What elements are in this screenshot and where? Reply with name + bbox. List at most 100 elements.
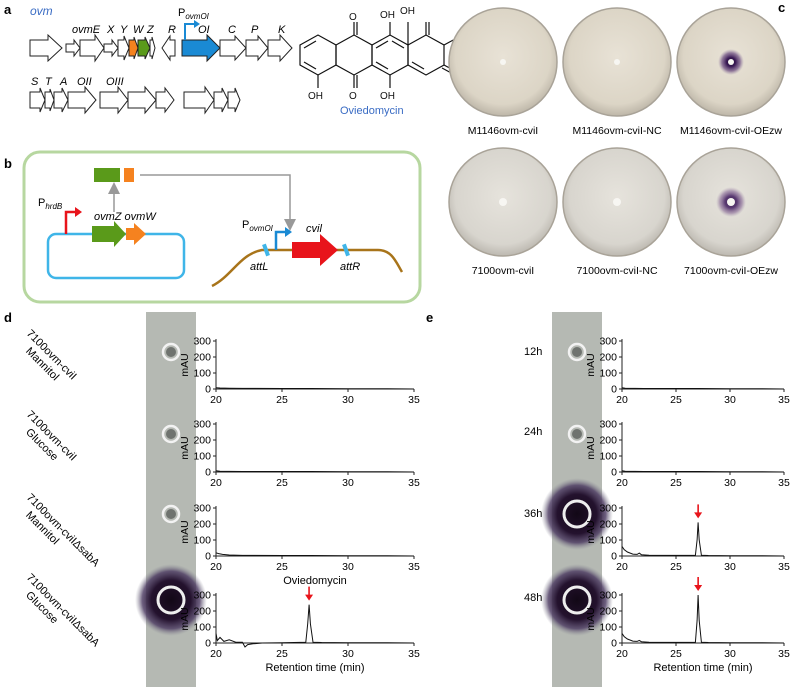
y-tick-label: 0 — [611, 384, 617, 396]
y-tick-label: 100 — [599, 368, 617, 380]
y-tick-label: 0 — [611, 467, 617, 479]
y-tick-label: 0 — [205, 638, 211, 650]
x-tick-label: 30 — [342, 648, 354, 660]
plate-colony — [614, 59, 620, 65]
compound-name: Oviedomycin — [340, 105, 404, 117]
attL-label: attL — [250, 261, 268, 273]
spot-ring — [562, 499, 592, 529]
y-tick-label: 0 — [205, 384, 211, 396]
y-axis-label: mAU — [179, 353, 191, 376]
time-label-e: 36h — [524, 508, 542, 520]
gene-T: T — [45, 76, 53, 88]
x-axis-label: Retention time (min) — [653, 662, 752, 674]
panel-d-row-labels: 7100ovm-cviIMannitol7100ovm-cviIGlucose7… — [15, 328, 102, 650]
svg-text:PovmOI: PovmOI — [242, 219, 274, 233]
x-tick-label: 35 — [778, 394, 790, 406]
agar-spot — [541, 478, 613, 550]
chromosome: PovmOI cvil attL attR — [211, 219, 404, 288]
y-axis-label: mAU — [585, 607, 597, 630]
panel-label-a: a — [4, 2, 12, 17]
plasmid: PhrdB ovmZ ovmW — [38, 168, 296, 280]
time-label-e: 24h — [524, 426, 542, 438]
gene-Z: Z — [146, 24, 155, 36]
x-tick-label: 20 — [210, 648, 222, 660]
x-tick-label: 25 — [276, 561, 288, 573]
ovmZ-ovmW-label: ovmZ ovmW — [94, 211, 157, 223]
x-axis-label: Retention time (min) — [265, 662, 364, 674]
spot-center — [166, 347, 176, 357]
gene-Y: Y — [120, 24, 128, 36]
svg-text:PovmOI: PovmOI — [178, 7, 210, 21]
gene-W: W — [133, 24, 145, 36]
peak-arrow — [305, 586, 314, 601]
plate-colony — [727, 198, 735, 206]
y-tick-label: 100 — [599, 535, 617, 547]
spot-center — [572, 347, 582, 357]
agar-spot — [567, 342, 587, 362]
y-tick-label: 200 — [193, 352, 211, 364]
x-tick-label: 20 — [210, 394, 222, 406]
y-tick-label: 100 — [193, 622, 211, 634]
gene-A: A — [59, 76, 67, 88]
chromatogram-trace — [215, 387, 415, 390]
panel-label-e: e — [426, 310, 433, 325]
plate-5: 7100ovm-cviI-NC — [562, 147, 672, 277]
oviedomycin-structure — [299, 22, 458, 88]
y-tick-label: 0 — [205, 551, 211, 563]
x-tick-label: 30 — [724, 561, 736, 573]
x-tick-label: 25 — [670, 648, 682, 660]
gene-cluster-row2 — [29, 85, 241, 115]
agar-spot — [161, 504, 181, 524]
carbonyl-o-2: O — [349, 91, 357, 102]
x-tick-label: 35 — [778, 648, 790, 660]
row-label-d: 7100ovm-cviIΔsabAMannitol — [15, 492, 102, 579]
spot-ring — [161, 424, 181, 444]
panel-label-d: d — [4, 310, 12, 325]
gene-ovmE: ovmE — [72, 24, 101, 36]
plate-label: M1146ovm-cviI-NC — [572, 125, 661, 137]
x-tick-label: 20 — [210, 561, 222, 573]
agar-spot — [135, 564, 207, 636]
inhibition-halo — [541, 564, 613, 636]
svg-text:PhrdB: PhrdB — [38, 197, 63, 211]
agar-spot — [567, 424, 587, 444]
promoter-ovmOI-b-main: P — [242, 219, 249, 231]
y-axis-label: mAU — [585, 436, 597, 459]
promoter-a-main: P — [178, 7, 185, 19]
x-tick-label: 35 — [778, 561, 790, 573]
agar-spot — [541, 564, 613, 636]
y-tick-label: 300 — [193, 590, 211, 602]
gene-OI: OI — [198, 24, 210, 36]
y-tick-label: 200 — [193, 435, 211, 447]
hydroxyl-1: OH — [380, 10, 395, 21]
y-tick-label: 0 — [205, 467, 211, 479]
spot-center — [166, 509, 176, 519]
plate-colony — [499, 198, 507, 206]
carbonyl-o-1: O — [349, 12, 357, 23]
time-label-e: 48h — [524, 592, 542, 604]
inhibition-halo — [541, 478, 613, 550]
chromatogram-trace — [215, 470, 415, 473]
plate-colony — [728, 59, 734, 65]
x-tick-label: 30 — [342, 561, 354, 573]
gene-S: S — [31, 76, 39, 88]
spot-center — [572, 429, 582, 439]
plate-1: M1146ovm-cviI — [448, 7, 558, 137]
spot-ring — [567, 424, 587, 444]
y-tick-label: 200 — [193, 519, 211, 531]
x-tick-label: 25 — [670, 561, 682, 573]
y-tick-label: 200 — [193, 606, 211, 618]
plate-label: 7100ovm-cviI-OEzw — [684, 265, 778, 277]
spot-ring — [562, 585, 592, 615]
chromatogram-trace — [215, 604, 415, 648]
y-tick-label: 100 — [599, 451, 617, 463]
chromatogram-trace — [621, 470, 785, 473]
gene-cluster-row1 — [29, 33, 293, 63]
y-tick-label: 100 — [193, 368, 211, 380]
plate-colony — [613, 198, 621, 206]
